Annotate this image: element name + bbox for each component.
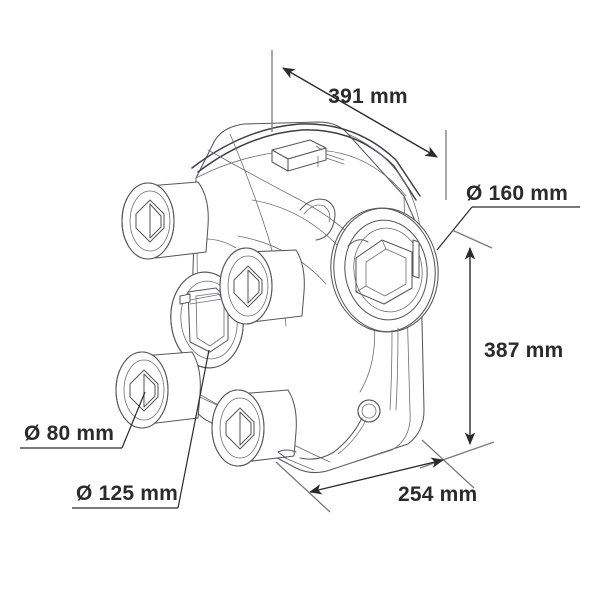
dimension-125mm-label: Ø 125 mm xyxy=(76,482,178,505)
bottom-drain-outlet xyxy=(277,399,381,460)
port-80-middle xyxy=(219,247,305,325)
dimension-160mm: Ø 160 mm xyxy=(436,182,580,251)
dimension-387mm: 387 mm xyxy=(419,229,563,469)
dimension-391mm: 391 mm xyxy=(271,50,447,200)
port-160-large xyxy=(330,207,439,411)
dimension-80mm-label: Ø 80 mm xyxy=(24,422,114,445)
port-80-lower-left xyxy=(115,351,201,429)
dimension-160mm-label: Ø 160 mm xyxy=(466,182,568,205)
port-80-lower-middle xyxy=(211,389,297,467)
dimension-80mm: Ø 80 mm xyxy=(20,391,146,449)
dimension-254mm-label: 254 mm xyxy=(398,483,477,506)
dimension-391mm-label: 391 mm xyxy=(328,85,407,108)
top-connector-box xyxy=(271,139,345,172)
dimension-387mm-label: 387 mm xyxy=(484,339,563,362)
dimension-125mm: Ø 125 mm xyxy=(72,349,210,509)
port-80-upper-left xyxy=(121,181,209,260)
dimension-254mm: 254 mm xyxy=(275,439,477,513)
